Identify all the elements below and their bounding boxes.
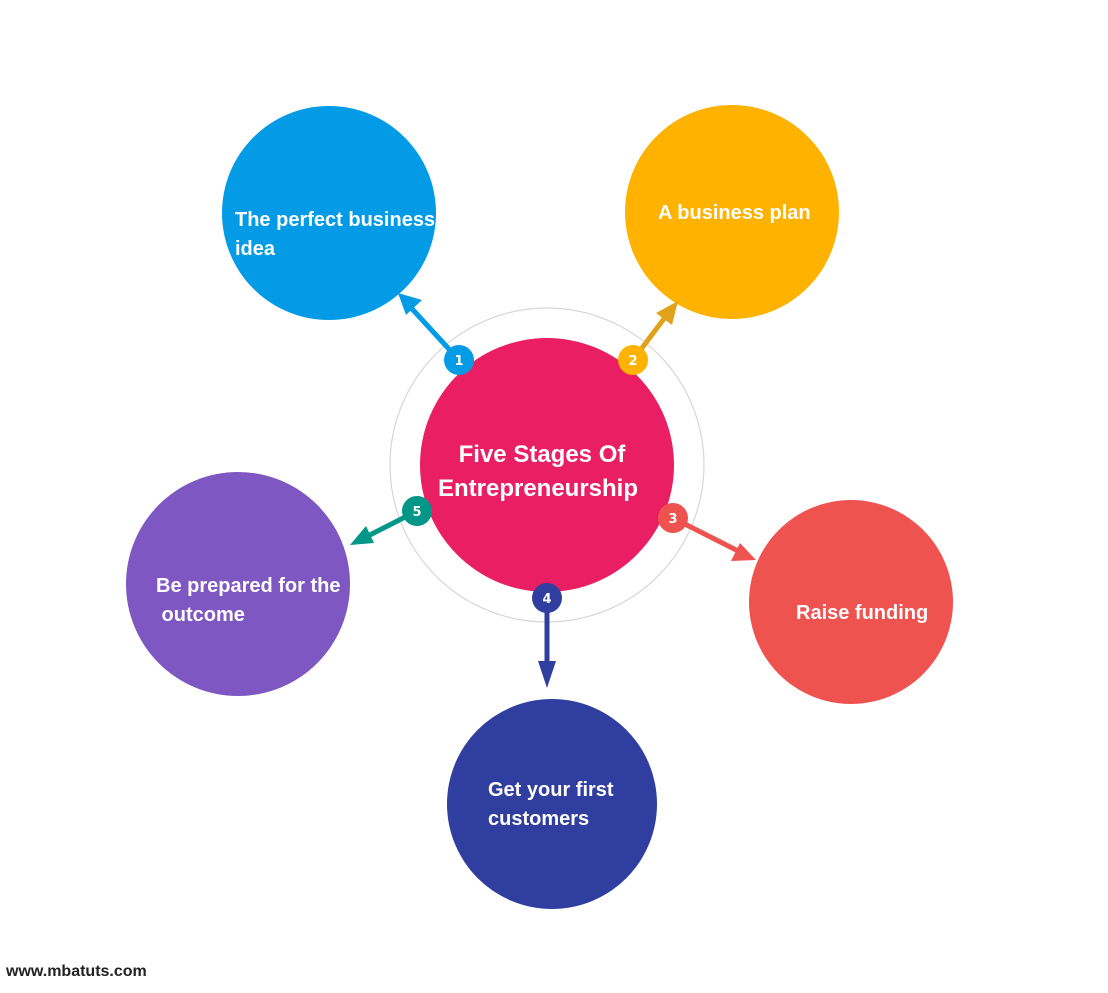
badge-1-number: 1 (454, 354, 463, 369)
stage-2-label: A business plan (658, 202, 811, 224)
center-title-line-2: Entrepreneurship (438, 475, 638, 502)
stage-1-label-line-1: The perfect business (235, 209, 435, 231)
stage-2-circle (625, 105, 839, 319)
arrowhead-1 (398, 293, 422, 315)
badge-3-number: 3 (668, 512, 677, 527)
stage-3-label: Raise funding (796, 602, 928, 624)
stage-4-label-line-1: Get your first (488, 779, 614, 801)
badge-2-number: 2 (628, 354, 637, 369)
arrowhead-2 (656, 301, 678, 325)
badge-2 (618, 345, 648, 375)
stage-5-circle (126, 472, 350, 696)
badge-4-number: 4 (542, 592, 551, 607)
center-circle (420, 338, 674, 592)
badge-5 (402, 496, 432, 526)
website-footer: www.mbatuts.com (6, 963, 147, 980)
stage-1-circle (222, 106, 436, 320)
stage-3-circle (749, 500, 953, 704)
arrowhead-3 (731, 543, 756, 561)
center-title-line-1: Five Stages Of (459, 441, 627, 468)
badge-4 (532, 583, 562, 613)
arrowhead-4 (538, 661, 556, 688)
stage-5-label-line-2: outcome (156, 604, 245, 626)
stage-4-circle (447, 699, 657, 909)
stage-5-label-line-1: Be prepared for the (156, 575, 340, 597)
stage-1-label-line-2: idea (235, 238, 276, 260)
badge-3 (658, 503, 688, 533)
badge-5-number: 5 (412, 505, 421, 520)
arrowhead-5 (350, 526, 374, 545)
badge-1 (444, 345, 474, 375)
stage-4-label-line-2: customers (488, 808, 589, 830)
